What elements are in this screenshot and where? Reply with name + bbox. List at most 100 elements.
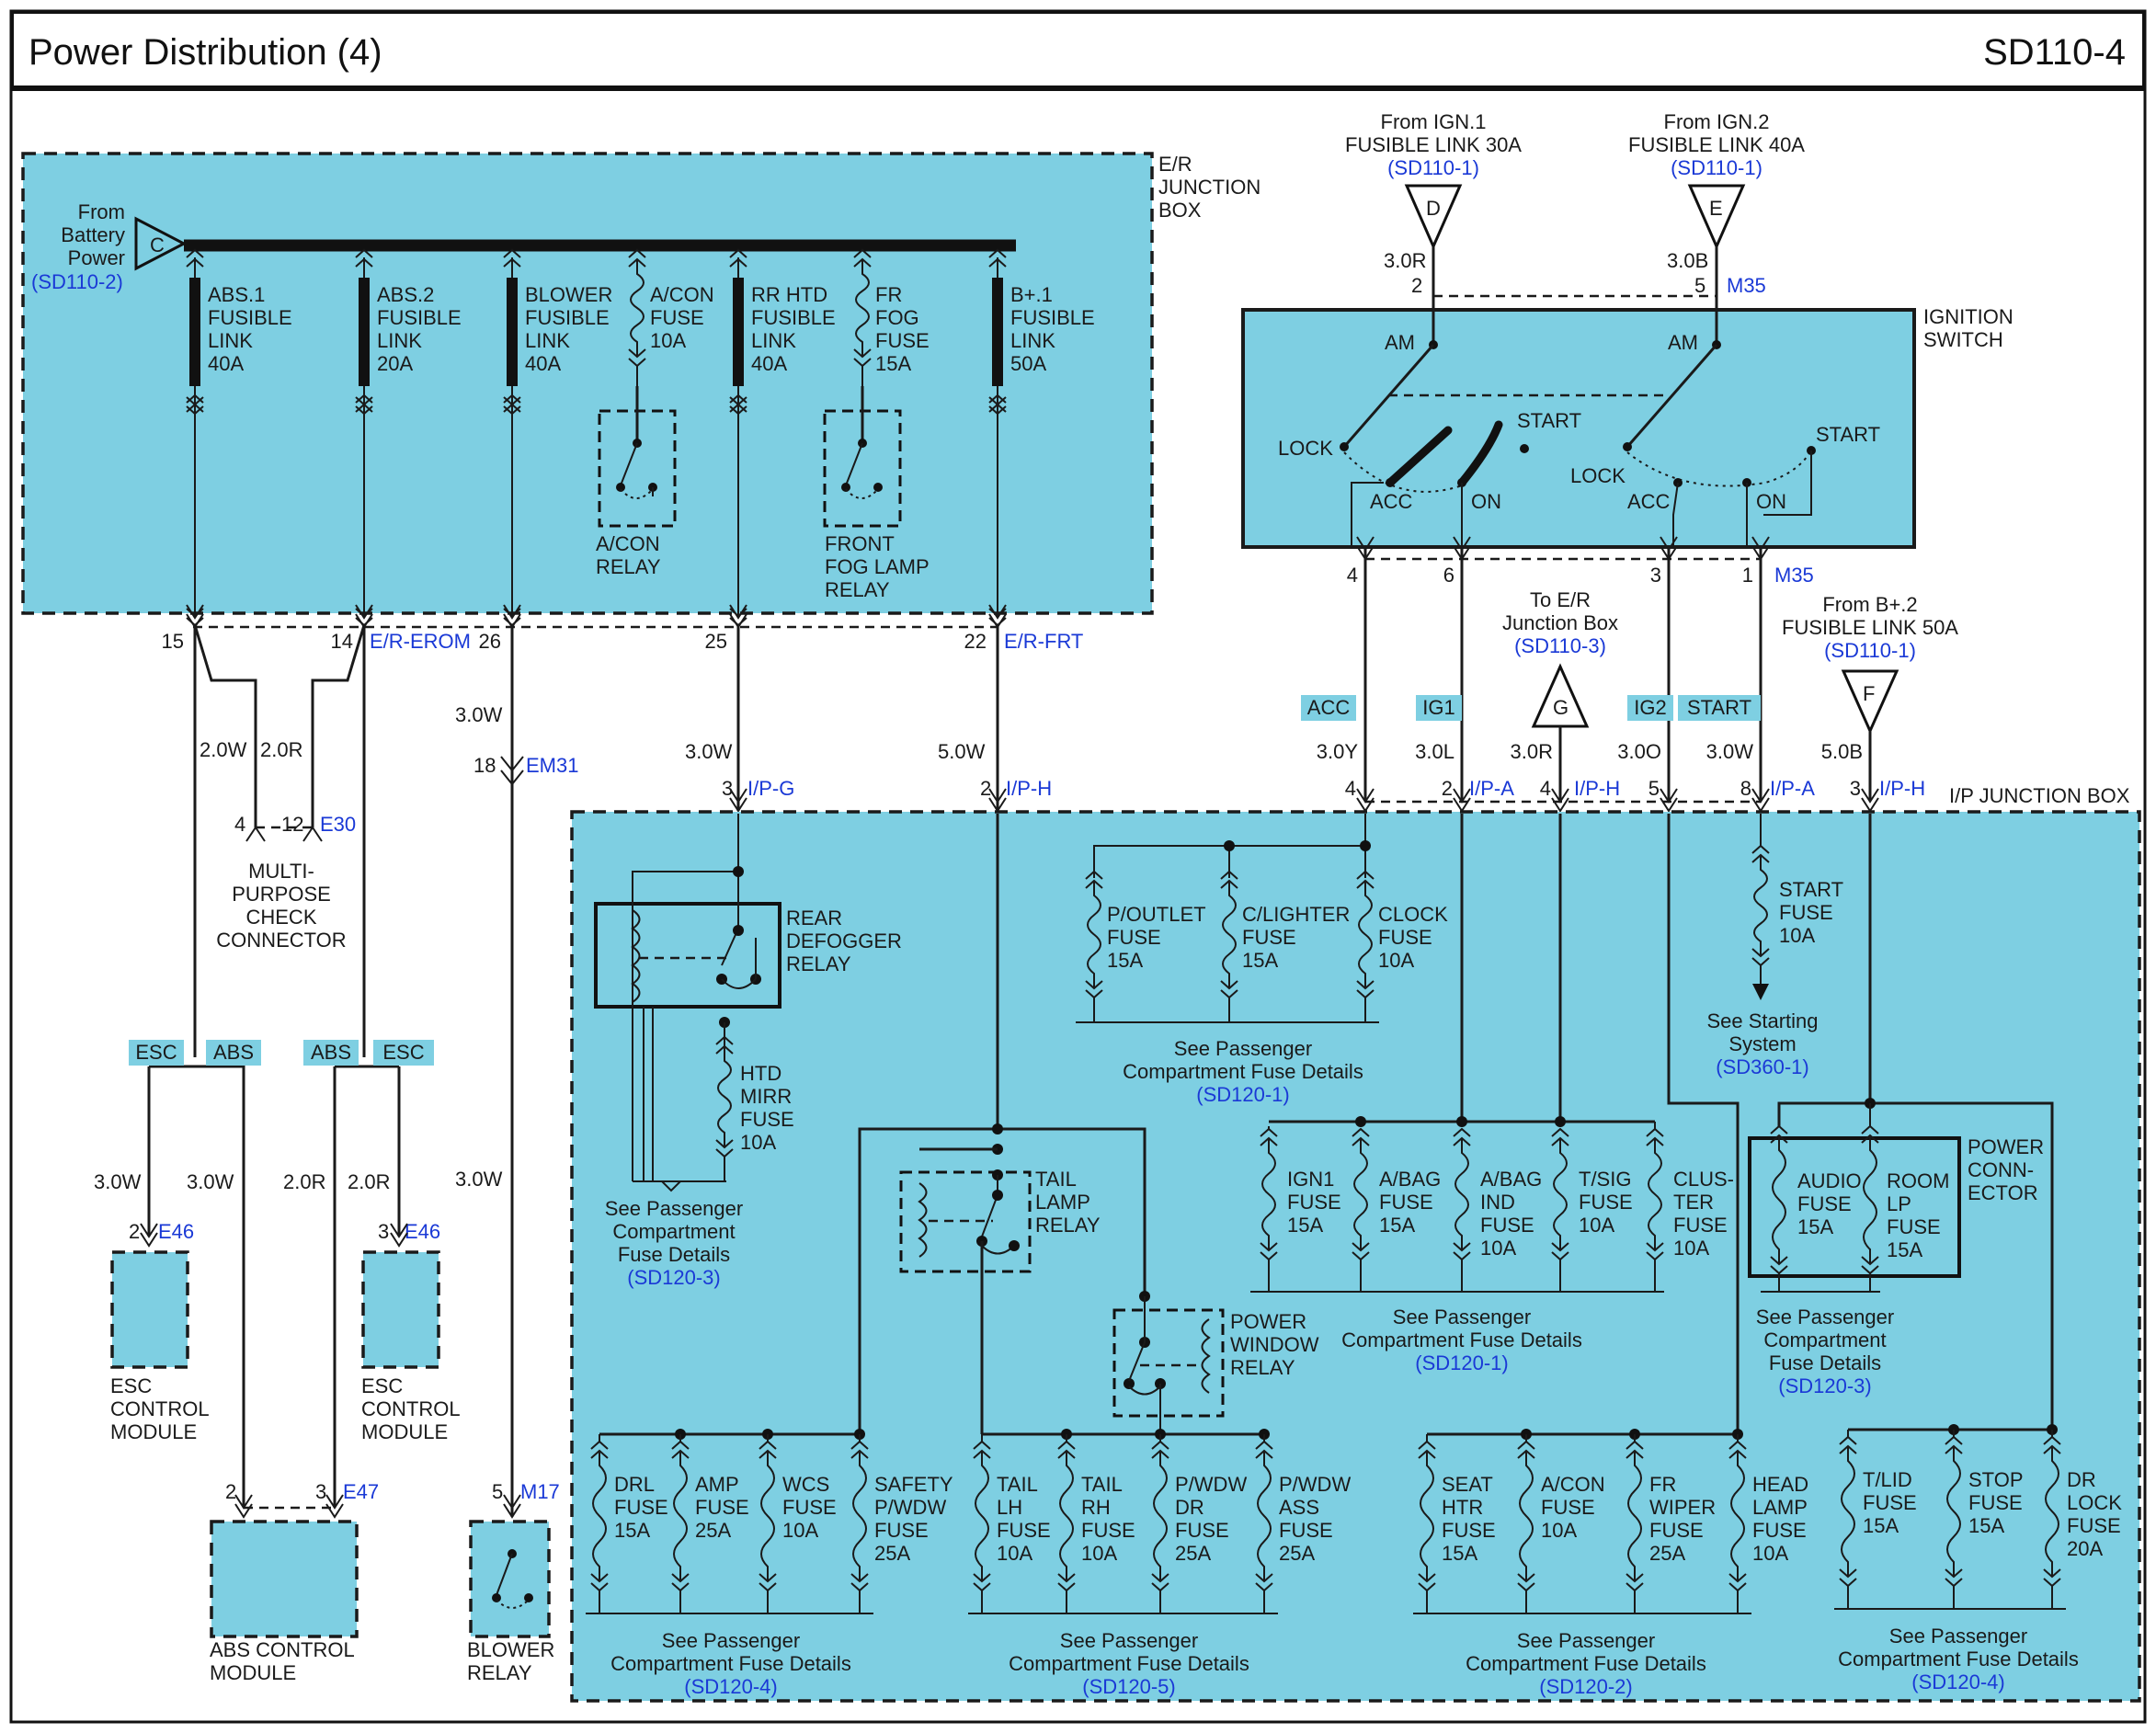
text-line: FUSE — [1541, 1496, 1595, 1519]
blower-relay-contacts — [492, 1549, 533, 1609]
er-fusible-links: ABS.1FUSIBLELINK40AABS.2FUSIBLELINK20ABL… — [186, 248, 1095, 627]
fog-relay-contacts — [841, 386, 883, 499]
text-line: 25A — [1175, 1542, 1211, 1565]
reference-text: Compartment — [1763, 1328, 1886, 1351]
text-line: TAIL — [1035, 1168, 1077, 1191]
bottom-fuse — [1057, 1440, 1076, 1592]
reference-text: Compartment Fuse Details — [1341, 1328, 1582, 1351]
junction-dot — [1360, 840, 1371, 851]
text-line: 10A — [740, 1131, 776, 1154]
text-line: RR HTD — [751, 283, 827, 306]
text-line: FUSE — [1081, 1519, 1135, 1542]
tag-label: ABS — [311, 1041, 351, 1064]
fuse-group-sd120-5: TAILLHFUSE10ATAILRHFUSE10AP/WDWDRFUSE25A… — [968, 1429, 1351, 1698]
fuse-element — [673, 1451, 688, 1581]
text-line: FUSE — [1379, 1191, 1433, 1214]
text-line: DR — [2067, 1468, 2096, 1491]
text-line: P/WDW — [874, 1496, 946, 1519]
ip-entry-pin: 4 — [1540, 777, 1551, 800]
text-line: BLOWER — [525, 283, 612, 306]
module-pin-chevron — [503, 1494, 521, 1519]
fuse-element — [1553, 1138, 1568, 1250]
ip-entry-pin: 8 — [1740, 777, 1751, 800]
reference-text: Fuse Details — [618, 1243, 730, 1266]
text-line: 15A — [614, 1519, 650, 1542]
ip-entry-pin: 4 — [1345, 777, 1356, 800]
fuse-element — [1222, 881, 1237, 988]
text-line: 15A — [1887, 1238, 1922, 1261]
er-frt-connector: E/R-FRT — [1004, 630, 1083, 653]
text-line: P/WDW — [1279, 1473, 1351, 1496]
ip-entry-wire: 3.0W — [1706, 740, 1754, 763]
text-line: 10A — [1579, 1214, 1614, 1237]
text-line: From B+.2 — [1822, 593, 1917, 616]
reference-text: System — [1728, 1032, 1796, 1055]
text-line: DR — [1175, 1496, 1204, 1519]
text-line: FUSIBLE — [208, 306, 292, 329]
text-line: POWER — [1968, 1135, 2044, 1158]
blower-wire-label: 3.0W — [455, 703, 503, 726]
tag-abs-1: ABS — [206, 1040, 261, 1066]
text-line: RELAY — [1035, 1214, 1101, 1237]
text-line: MULTI- — [248, 860, 314, 883]
text-line: TER — [1673, 1191, 1714, 1214]
defogger-coil — [631, 909, 641, 1003]
reference-text: See Passenger — [1060, 1629, 1198, 1652]
ipg-connector: I/P-G — [747, 777, 794, 800]
ip-entry-wire: 3.0O — [1617, 740, 1661, 763]
reference-code: (SD120-2) — [1539, 1675, 1632, 1698]
text-line: ROOM — [1887, 1169, 1949, 1192]
fuse-element — [975, 1451, 989, 1581]
tag-esc-2: ESC — [373, 1040, 434, 1066]
fuse-element — [1753, 855, 1768, 956]
abs2-wire: 2.0R — [283, 1170, 325, 1193]
ig1-fuse-3 — [1551, 1127, 1569, 1261]
text-line: A/BAG — [1379, 1168, 1441, 1191]
text-line: FUSIBLE — [751, 306, 836, 329]
text-line: TAIL — [997, 1473, 1038, 1496]
pw-relay-coil — [1201, 1318, 1211, 1394]
tag-background — [129, 1040, 184, 1066]
fuse-element — [630, 259, 645, 357]
reference-text: Compartment Fuse Details — [1838, 1647, 2079, 1670]
reference-text: Fuse Details — [1769, 1351, 1881, 1374]
b2-wire — [1777, 814, 2054, 1430]
diagram-code: SD110-4 — [1983, 32, 2126, 73]
reference-text: See Passenger — [1517, 1629, 1655, 1652]
text-line: 10A — [1752, 1542, 1788, 1565]
text-line: START — [1779, 878, 1843, 901]
fuse-element — [852, 1451, 867, 1581]
group-return — [586, 1590, 873, 1614]
text-line: BOX — [1158, 199, 1202, 222]
blower-relay-box — [469, 1520, 551, 1638]
text-line: 40A — [751, 352, 787, 375]
ip-entry-pin: 2 — [1442, 777, 1453, 800]
text-line: REAR — [786, 906, 842, 929]
junction-dot — [1355, 1116, 1366, 1127]
text-line: LINK — [1010, 329, 1055, 352]
er-pin-number: 26 — [479, 630, 501, 653]
tag-start: START — [1678, 695, 1761, 721]
text-line: FUSE — [1779, 901, 1833, 924]
text-line: HTD — [740, 1062, 781, 1085]
switch-position-label: LOCK — [1278, 437, 1333, 460]
